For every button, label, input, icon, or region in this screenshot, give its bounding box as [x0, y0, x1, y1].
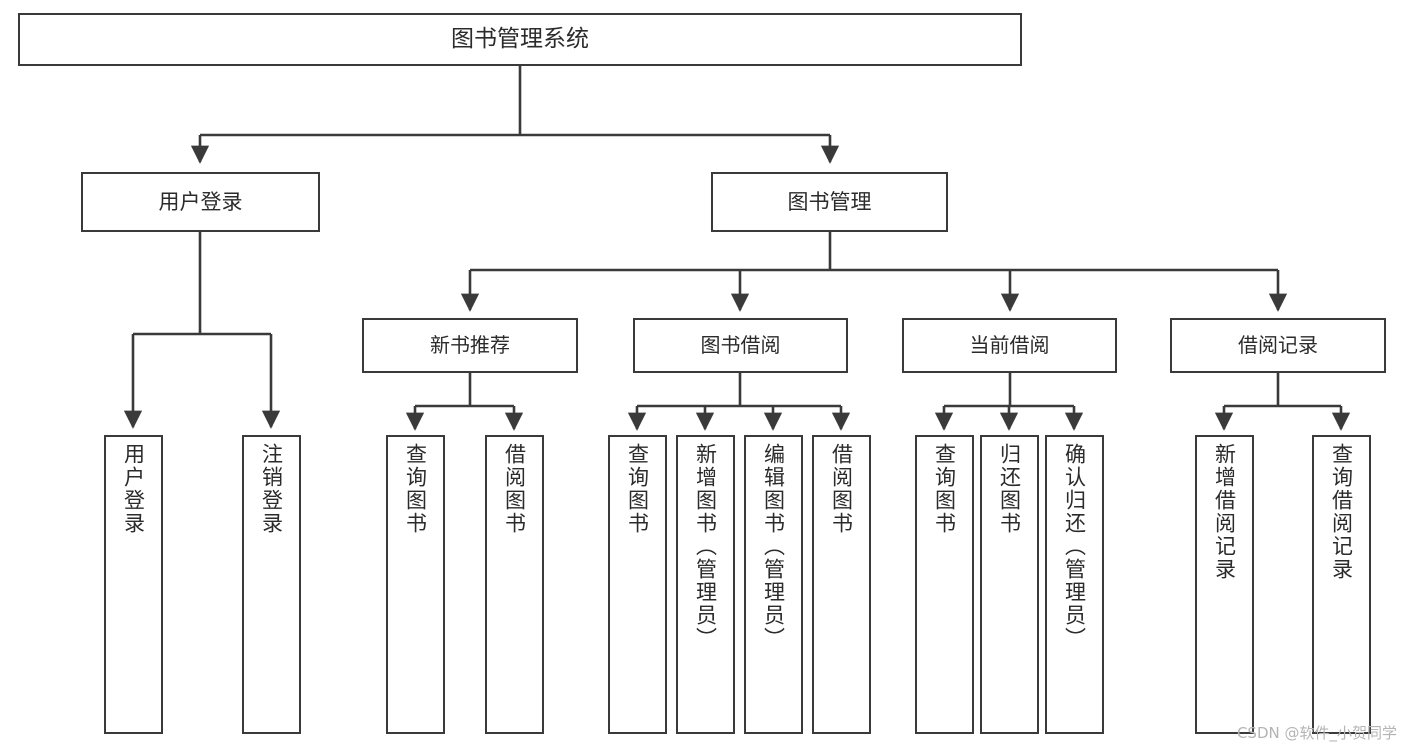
- node-label: 新增借阅记录: [1212, 443, 1237, 581]
- node-label: 图书管理: [787, 189, 872, 214]
- node-label: 注销登录: [259, 443, 284, 535]
- node-label: 用户登录: [158, 189, 243, 214]
- leaf-borrow-record-add-record[interactable]: 新增借阅记录: [1195, 435, 1254, 734]
- node-label: 查询图书: [403, 443, 428, 535]
- leaf-borrow-record-query-record[interactable]: 查询借阅记录: [1312, 435, 1371, 734]
- csdn-watermark: CSDN @软件_小贺同学: [1236, 724, 1397, 742]
- node-label: 编辑图书（管理员）: [761, 443, 786, 650]
- leaf-book-borrow-edit-book-admin[interactable]: 编辑图书（管理员）: [744, 435, 803, 734]
- node-label: 图书借阅: [700, 332, 781, 357]
- node-borrow-record[interactable]: 借阅记录: [1170, 318, 1386, 373]
- node-root-book-management-system[interactable]: 图书管理系统: [18, 13, 1022, 66]
- leaf-book-borrow-borrow-books[interactable]: 借阅图书: [812, 435, 871, 734]
- leaf-book-borrow-query-books[interactable]: 查询图书: [608, 435, 667, 734]
- node-label: 查询图书: [932, 443, 957, 535]
- node-label: 新增图书（管理员）: [693, 443, 718, 650]
- node-label: 借阅记录: [1238, 332, 1318, 357]
- leaf-current-borrow-return-books[interactable]: 归还图书: [980, 435, 1039, 734]
- node-label: 用户登录: [121, 443, 146, 535]
- node-book-borrow[interactable]: 图书借阅: [633, 318, 848, 373]
- node-label: 借阅图书: [829, 443, 854, 535]
- node-label: 查询借阅记录: [1329, 443, 1354, 581]
- node-label: 借阅图书: [502, 443, 527, 535]
- node-label: 查询图书: [625, 443, 650, 535]
- leaf-book-borrow-add-book-admin[interactable]: 新增图书（管理员）: [676, 435, 735, 734]
- leaf-user-login-login[interactable]: 用户登录: [104, 435, 163, 734]
- leaf-new-book-borrow-books[interactable]: 借阅图书: [485, 435, 544, 734]
- leaf-new-book-query-books[interactable]: 查询图书: [386, 435, 445, 734]
- leaf-current-borrow-query-books[interactable]: 查询图书: [915, 435, 974, 734]
- node-label: 当前借阅: [969, 332, 1050, 357]
- node-book-management[interactable]: 图书管理: [711, 172, 948, 232]
- leaf-current-borrow-confirm-return-admin[interactable]: 确认归还（管理员）: [1045, 435, 1104, 734]
- node-new-book-recommend[interactable]: 新书推荐: [362, 318, 578, 373]
- node-current-borrow[interactable]: 当前借阅: [902, 318, 1117, 373]
- leaf-user-login-logout[interactable]: 注销登录: [242, 435, 301, 734]
- node-label: 归还图书: [997, 443, 1022, 535]
- node-user-login[interactable]: 用户登录: [81, 172, 320, 232]
- node-label: 图书管理系统: [451, 25, 589, 52]
- node-label: 确认归还（管理员）: [1062, 443, 1087, 650]
- node-label: 新书推荐: [430, 332, 510, 357]
